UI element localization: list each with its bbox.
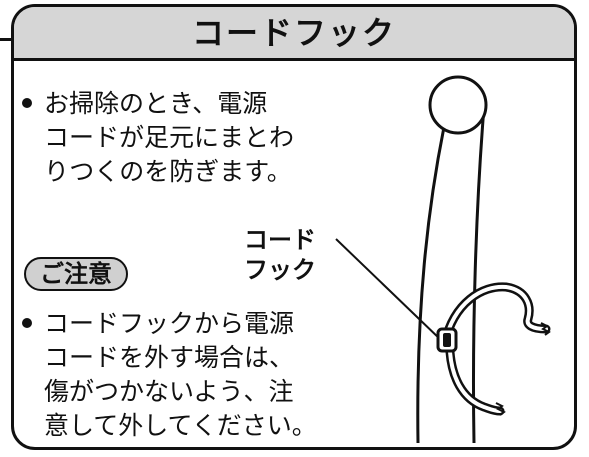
description-line: お掃除のとき、電源 — [44, 89, 268, 118]
cord-hook-illustration-icon — [335, 75, 551, 444]
handle-grip-ball — [428, 75, 488, 135]
caution-line: 意して外してください。 — [44, 411, 317, 440]
page-title: コードフック — [191, 14, 396, 52]
callout-leader-line — [335, 238, 443, 342]
cord-cut-end-upper — [540, 322, 551, 336]
caution-line: 傷がつかないよう、注 — [44, 377, 294, 406]
callout-line: フック — [244, 256, 316, 284]
cord-hook-slot — [443, 333, 451, 347]
description-line: りつくのを防ぎます。 — [44, 157, 292, 186]
callout-line: コード — [244, 226, 316, 254]
cord-hook-panel: コードフック お掃除のとき、電源 コードが足元にまとわ りつくのを防ぎます。 コ… — [11, 4, 577, 450]
cord-cut-end-lower — [495, 402, 506, 416]
panel-header: コードフック — [14, 7, 574, 61]
caution-text: コードフックから電源 コードを外す場合は、 傷がつかないよう、注 意して外してく… — [44, 307, 344, 443]
cord-hook-callout: コード フック — [244, 225, 316, 285]
description-line: コードが足元にまとわ — [44, 123, 295, 152]
handle-pipe-left-edge — [416, 126, 446, 444]
caution-line: コードを外す場合は、 — [44, 343, 295, 372]
cord-upper-fill — [443, 284, 548, 344]
cord-lower-fill — [448, 350, 502, 413]
handle-pipe-right-edge — [471, 106, 486, 444]
bullet-dot-icon — [22, 318, 32, 328]
caution-line: コードフックから電源 — [44, 309, 295, 338]
description-text: お掃除のとき、電源 コードが足元にまとわ りつくのを防ぎます。 — [44, 87, 344, 189]
caution-badge: ご注意 — [24, 257, 128, 291]
bullet-dot-icon — [22, 98, 32, 108]
